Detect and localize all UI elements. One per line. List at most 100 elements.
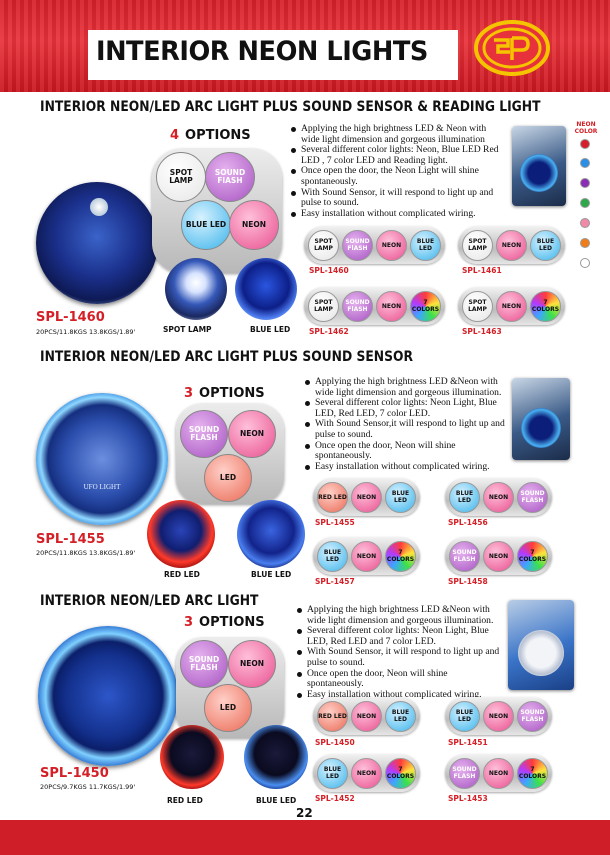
section2-options-heading: 3 OPTIONS: [184, 386, 265, 401]
feature-item: Applying the high brightness LED & Neon …: [290, 123, 500, 145]
option-spot-lamp: SPOT LAMP: [156, 152, 206, 202]
options-label: OPTIONS: [199, 386, 265, 401]
feature-item: Applying the high brightness LED &Neon w…: [296, 604, 506, 626]
variant-model: SPL-1458: [448, 577, 488, 586]
feature-item: Several different color lights: Neon, Bl…: [290, 144, 500, 166]
product-image-blue-led: [235, 258, 297, 320]
section1-options-heading: 4 OPTIONS: [170, 128, 251, 143]
variant-model: SPL-1463: [462, 327, 502, 336]
feature-item: Several different color lights: Neon Lig…: [296, 625, 506, 647]
variant-dot: 7 COLORS: [517, 757, 548, 789]
variant-dot: SOUND FLASH: [517, 481, 548, 513]
option-blue-led: BLUE LED: [181, 200, 231, 250]
caption-spot-lamp: SPOT LAMP: [163, 325, 212, 334]
swatch-pink: [580, 218, 590, 228]
variant-model: SPL-1452: [315, 794, 355, 803]
caption-red-led: RED LED: [167, 796, 203, 805]
variant-dot: BLUE LED: [410, 229, 441, 261]
option-neon: NEON: [229, 200, 279, 250]
footer-band: [0, 820, 610, 855]
variant-dot: 7 COLORS: [410, 290, 441, 322]
feature-item: Easy installation without complicated wi…: [290, 208, 500, 220]
feature-item: With Sound Sensor, it will respond to li…: [290, 187, 500, 209]
variant-dot: NEON: [483, 757, 514, 789]
variant-dot: NEON: [351, 481, 382, 513]
options-label: OPTIONS: [185, 128, 251, 143]
options-label: OPTIONS: [199, 615, 265, 630]
variant-dot: SOUND FlASH: [342, 229, 373, 261]
variant-model: SPL-1457: [315, 577, 355, 586]
variant-dot: NEON: [496, 290, 527, 322]
variant-pill: SOUND FLASH NEON 7 COLORS: [445, 754, 552, 792]
swatch-blue: [580, 158, 590, 168]
packing-info: 20PCS/11.8KGS 13.8KGS/1.89': [36, 328, 136, 336]
variant-dot: NEON: [351, 540, 382, 572]
brand-logo: [474, 20, 550, 76]
option-led: LED: [204, 454, 252, 502]
section3-options-heading: 3 OPTIONS: [184, 615, 265, 630]
options-count: 3: [184, 615, 194, 630]
variant-pill: BLUE LED NEON SOUND FLASH: [445, 478, 552, 516]
variant-dot: SOUND FLASH: [449, 540, 480, 572]
section3-title: INTERIOR NEON/LED ARC LIGHT: [40, 593, 259, 609]
feature-item: Once open the door, Neon will shine spon…: [296, 668, 506, 690]
model-number: SPL-1450: [40, 766, 109, 781]
swatch-white: [580, 258, 590, 268]
feature-item: Once open the door, the Neon Light will …: [290, 166, 500, 187]
variant-dot: BLUE LED: [317, 540, 348, 572]
options-count: 4: [170, 128, 180, 143]
option-sound-flash: SOUND FlASH: [205, 152, 255, 202]
feature-item: Several different color lights: Neon Lig…: [304, 397, 508, 419]
product-image-spot-lamp: [165, 258, 227, 320]
variant-dot: NEON: [376, 229, 407, 261]
variant-dot: NEON: [496, 229, 527, 261]
section1-title: INTERIOR NEON/LED ARC LIGHT PLUS SOUND S…: [40, 99, 541, 115]
variant-pill: SPOT LAMP SOUND FlASH NEON 7 COLORS: [304, 287, 445, 325]
option-led: LED: [204, 684, 252, 732]
variant-dot: RED LED: [317, 481, 348, 513]
variant-dot: SPOT LAMP: [462, 229, 493, 261]
caption-blue-led: BLUE LED: [250, 325, 291, 334]
variant-model: SPL-1456: [448, 518, 488, 527]
variant-pill: SOUND FLASH NEON 7 COLORS: [445, 537, 552, 575]
variant-dot: NEON: [351, 757, 382, 789]
feature-item: Once open the door, Neon will shine spon…: [304, 440, 508, 462]
product-label: UFO LIGHT: [83, 483, 121, 491]
product-image-spl-1460: [36, 182, 158, 304]
product-image-blue-led: [237, 500, 305, 568]
product-package-image: [512, 126, 566, 206]
variant-dot: NEON: [376, 290, 407, 322]
option-neon: NEON: [228, 640, 276, 688]
variant-pill: BLUE LED NEON 7 COLORS: [313, 754, 420, 792]
product-package-image: [508, 600, 574, 690]
neon-color-label: NEON COLOR: [574, 121, 598, 135]
swatch-green: [580, 198, 590, 208]
variant-dot: SOUND FLASH: [449, 757, 480, 789]
variant-model: SPL-1450: [315, 738, 355, 747]
variant-pill: RED LED NEON BLUE LED: [313, 478, 420, 516]
variant-dot: BLUE LED: [385, 700, 416, 732]
variant-dot: RED LED: [317, 700, 348, 732]
variant-dot: 7 COLORS: [385, 757, 416, 789]
product-image-red-led: [160, 725, 224, 789]
options-count: 3: [184, 386, 194, 401]
swatch-purple: [580, 178, 590, 188]
product-image-spl-1455: UFO LIGHT: [36, 393, 168, 525]
variant-dot: SPOT LAMP: [308, 229, 339, 261]
variant-pill: SPOT LAMP NEON 7 COLORS: [458, 287, 565, 325]
section1-feature-list: Applying the high brightness LED & Neon …: [290, 123, 500, 220]
product-image-blue-led: [244, 725, 308, 789]
caption-red-led: RED LED: [164, 570, 200, 579]
variant-dot: BLUE LED: [449, 481, 480, 513]
product-image-red-led: [147, 500, 215, 568]
variant-pill: RED LED NEON BLUE LED: [313, 697, 420, 735]
feature-item: Easy installation without complicated wi…: [304, 461, 508, 473]
variant-model: SPL-1462: [309, 327, 349, 336]
model-number: SPL-1460: [36, 310, 105, 325]
section2-title: INTERIOR NEON/LED ARC LIGHT PLUS SOUND S…: [40, 349, 413, 365]
section2-feature-list: Applying the high brightness LED &Neon w…: [304, 376, 508, 473]
caption-blue-led: BLUE LED: [251, 570, 292, 579]
variant-dot: 7 COLORS: [530, 290, 561, 322]
product-image-spl-1450: [38, 626, 178, 766]
variant-dot: BLUE LED: [317, 757, 348, 789]
